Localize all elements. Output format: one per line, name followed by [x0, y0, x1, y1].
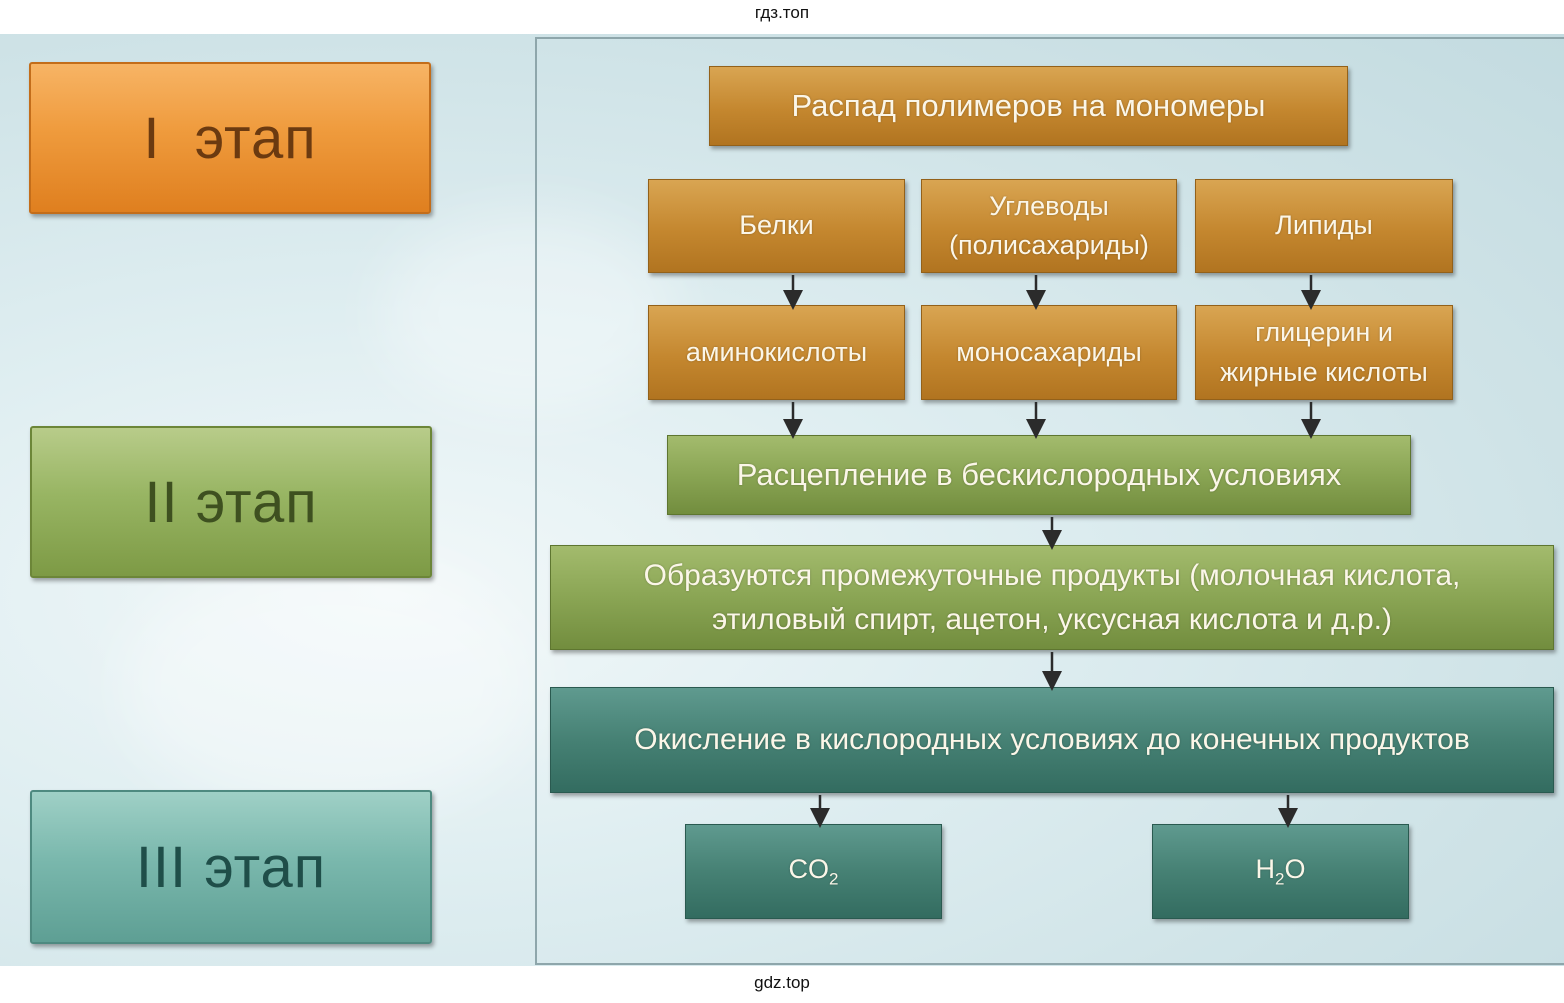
- co2-box: CO2: [685, 824, 942, 919]
- intermediate-products-line-2: этиловый спирт, ацетон, уксусная кислота…: [711, 602, 1392, 636]
- flowchart-panel: [535, 37, 1564, 965]
- polymer-breakdown-text: Распад полимеров на мономеры: [791, 87, 1266, 123]
- stage-1-text: I этап: [143, 105, 317, 171]
- watermark-top: гдз.топ: [754, 3, 810, 22]
- intermediate-products-line-1: Образуются промежуточные продукты (молоч…: [643, 559, 1461, 592]
- anaerobic-cleavage-box: Расцепление в бескислородных условиях: [667, 435, 1411, 515]
- glycerol-line-2: жирные кислоты: [1220, 356, 1428, 387]
- anaerobic-cleavage-text: Расцепление в бескислородных условиях: [736, 456, 1342, 492]
- intermediate-products-text: Образуются промежуточные продукты (молоч…: [644, 554, 1461, 641]
- monosaccharides-text: моносахариды: [956, 336, 1142, 367]
- stage-2-text: II этап: [144, 469, 318, 535]
- co2-main: CO: [788, 854, 830, 885]
- proteins-text: Белки: [739, 210, 814, 241]
- lipids-box: Липиды: [1195, 179, 1453, 273]
- stage-3-label: III этап: [30, 790, 432, 944]
- lipids-text: Липиды: [1275, 210, 1373, 241]
- aerobic-oxidation-text: Окисление в кислородных условиях до коне…: [634, 723, 1470, 757]
- carbohydrates-text: Углеводы (полисахариды): [949, 187, 1149, 265]
- carbohydrates-line-2: (полисахариды): [949, 230, 1149, 260]
- background-blob: [120, 554, 540, 814]
- amino-acids-text: аминокислоты: [685, 336, 868, 367]
- h2o-h: H: [1255, 854, 1276, 885]
- monosaccharides-box: моносахариды: [921, 305, 1177, 400]
- h2o-formula: H2O: [1256, 850, 1306, 892]
- stage-1-label: I этап: [29, 62, 431, 214]
- h2o-subscript: 2: [1275, 869, 1285, 889]
- amino-acids-box: аминокислоты: [648, 305, 905, 400]
- co2-formula: CO2: [789, 850, 839, 892]
- glycerol-fatty-acids-text: глицерин и жирные кислоты: [1220, 313, 1428, 391]
- carbohydrates-box: Углеводы (полисахариды): [921, 179, 1177, 273]
- stage-2-label: II этап: [30, 426, 432, 578]
- glycerol-fatty-acids-box: глицерин и жирные кислоты: [1195, 305, 1453, 400]
- h2o-box: H2O: [1152, 824, 1409, 919]
- carbohydrates-line-1: Углеводы: [989, 190, 1109, 221]
- aerobic-oxidation-box: Окисление в кислородных условиях до коне…: [550, 687, 1554, 793]
- co2-subscript: 2: [829, 869, 839, 889]
- intermediate-products-box: Образуются промежуточные продукты (молоч…: [550, 545, 1554, 650]
- glycerol-line-1: глицерин и: [1255, 317, 1393, 348]
- watermark-bottom: gdz.top: [754, 973, 810, 992]
- stage-3-text: III этап: [135, 834, 327, 900]
- proteins-box: Белки: [648, 179, 905, 273]
- background-blob: [380, 214, 680, 414]
- polymer-breakdown-box: Распад полимеров на мономеры: [709, 66, 1348, 146]
- h2o-o: O: [1284, 854, 1306, 885]
